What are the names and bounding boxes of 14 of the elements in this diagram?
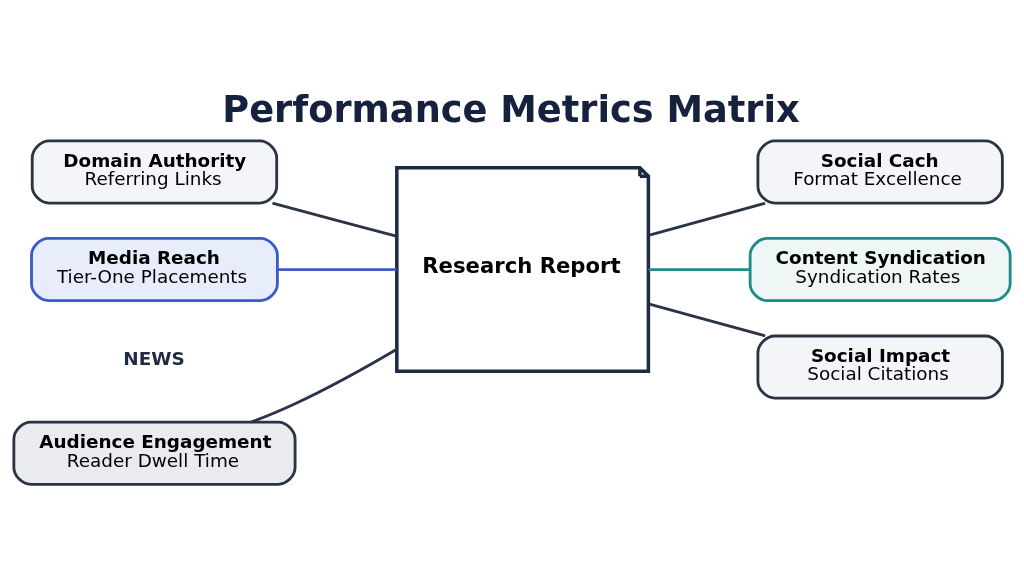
connector — [272, 201, 397, 238]
node-box: Domain Authority Referring Links — [30, 139, 279, 205]
diagram-title: Performance Metrics Matrix — [222, 87, 800, 131]
node-box: Media Reach Tier-One Placements — [30, 236, 279, 302]
node-box: Audience Engagement Reader Dwell Time — [12, 420, 297, 486]
connector — [648, 267, 750, 271]
node-box: Social Cach Format Excellence — [756, 139, 1004, 205]
connector — [277, 267, 397, 271]
label: NEWS — [123, 347, 185, 369]
connector — [250, 347, 398, 423]
node-box: Content Syndication Syndication Rates — [748, 236, 1012, 302]
connector — [648, 301, 766, 337]
node-box: Social Impact Social Citations — [756, 334, 1004, 400]
connector — [648, 201, 766, 237]
